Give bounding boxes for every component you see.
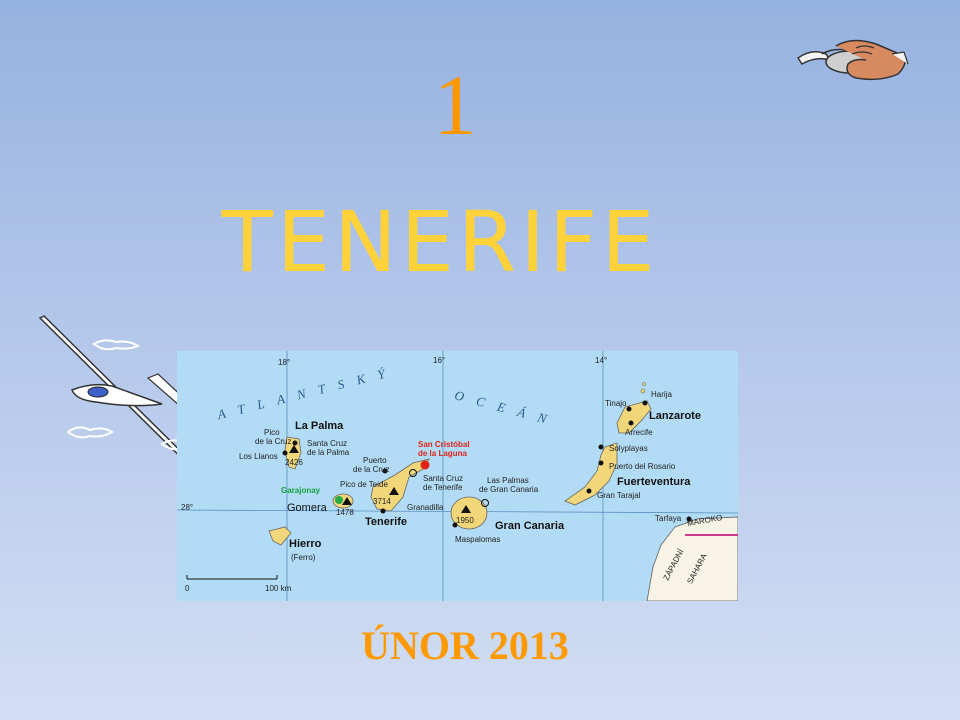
place-arrecife: Arrecife <box>625 428 653 437</box>
place-pico-teide: Pico de Teide <box>340 480 388 489</box>
elevation-1950: 1950 <box>456 516 474 525</box>
place-gran-tarajal: Gran Tarajal <box>597 491 641 500</box>
place-los-llanos: Los Llanos <box>239 452 278 461</box>
canary-islands-map: 18° 16° 14° 28° ATLANTSKÝ OCEÁN La Palma… <box>177 351 738 601</box>
place-puerto-rosario: Puerto del Rosario <box>609 462 676 471</box>
lat-28-label: 28° <box>181 503 194 512</box>
place-santa-cruz-palma-1: Santa Cruz <box>307 439 348 448</box>
place-puerto-cruz-1: Puerto <box>363 456 387 465</box>
place-santa-cruz-palma-2: de la Palma <box>307 448 350 457</box>
place-tinajo: Tinajo <box>605 399 627 408</box>
elevation-2426: 2426 <box>285 458 303 467</box>
elevation-1478: 1478 <box>336 508 354 517</box>
lon-14-label: 14° <box>595 356 608 365</box>
place-pico-cruz-1: Pico <box>264 428 280 437</box>
island-fuerteventura: Fuerteventura <box>617 476 691 488</box>
island-tenerife: Tenerife <box>365 516 407 528</box>
mouse-in-hand-icon <box>792 34 912 86</box>
scale-max: 100 km <box>265 584 292 593</box>
island-hierro: Hierro <box>289 538 322 550</box>
place-maspalomas: Maspalomas <box>455 535 501 544</box>
place-tarfaya: Tarfaya <box>655 514 682 523</box>
lon-18-label: 18° <box>278 358 291 367</box>
slide-title: TENERIFE <box>221 193 659 291</box>
place-santa-cruz-tenerife-2: de Tenerife <box>423 483 463 492</box>
place-pico-cruz-2: de la Cruz <box>255 437 292 446</box>
place-las-palmas-2: de Gran Canaria <box>479 485 539 494</box>
place-san-cristobal-1: San Cristóbal <box>418 440 470 449</box>
lon-16-label: 16° <box>433 356 446 365</box>
island-gran-canaria: Gran Canaria <box>495 520 565 532</box>
island-gomera: Gomera <box>287 502 327 514</box>
slide-number: 1 <box>433 57 477 153</box>
place-harija: Harija <box>651 390 672 399</box>
island-ferro: (Ferro) <box>291 553 316 562</box>
date-label: ÚNOR 2013 <box>361 623 569 668</box>
place-san-cristobal-2: de la Laguna <box>418 449 467 458</box>
place-santa-cruz-tenerife-1: Santa Cruz <box>423 474 464 483</box>
island-lanzarote: Lanzarote <box>649 410 701 422</box>
island-la-palma: La Palma <box>295 420 344 432</box>
place-puerto-cruz-2: de la Cruz <box>353 465 390 474</box>
place-solyplayas: Solyplayas <box>609 444 648 453</box>
place-las-palmas-1: Las Palmas <box>487 476 529 485</box>
scale-zero: 0 <box>185 584 190 593</box>
elevation-3714: 3714 <box>373 497 391 506</box>
place-granadilla: Granadilla <box>407 503 444 512</box>
place-garajonay: Garajonay <box>281 486 321 495</box>
